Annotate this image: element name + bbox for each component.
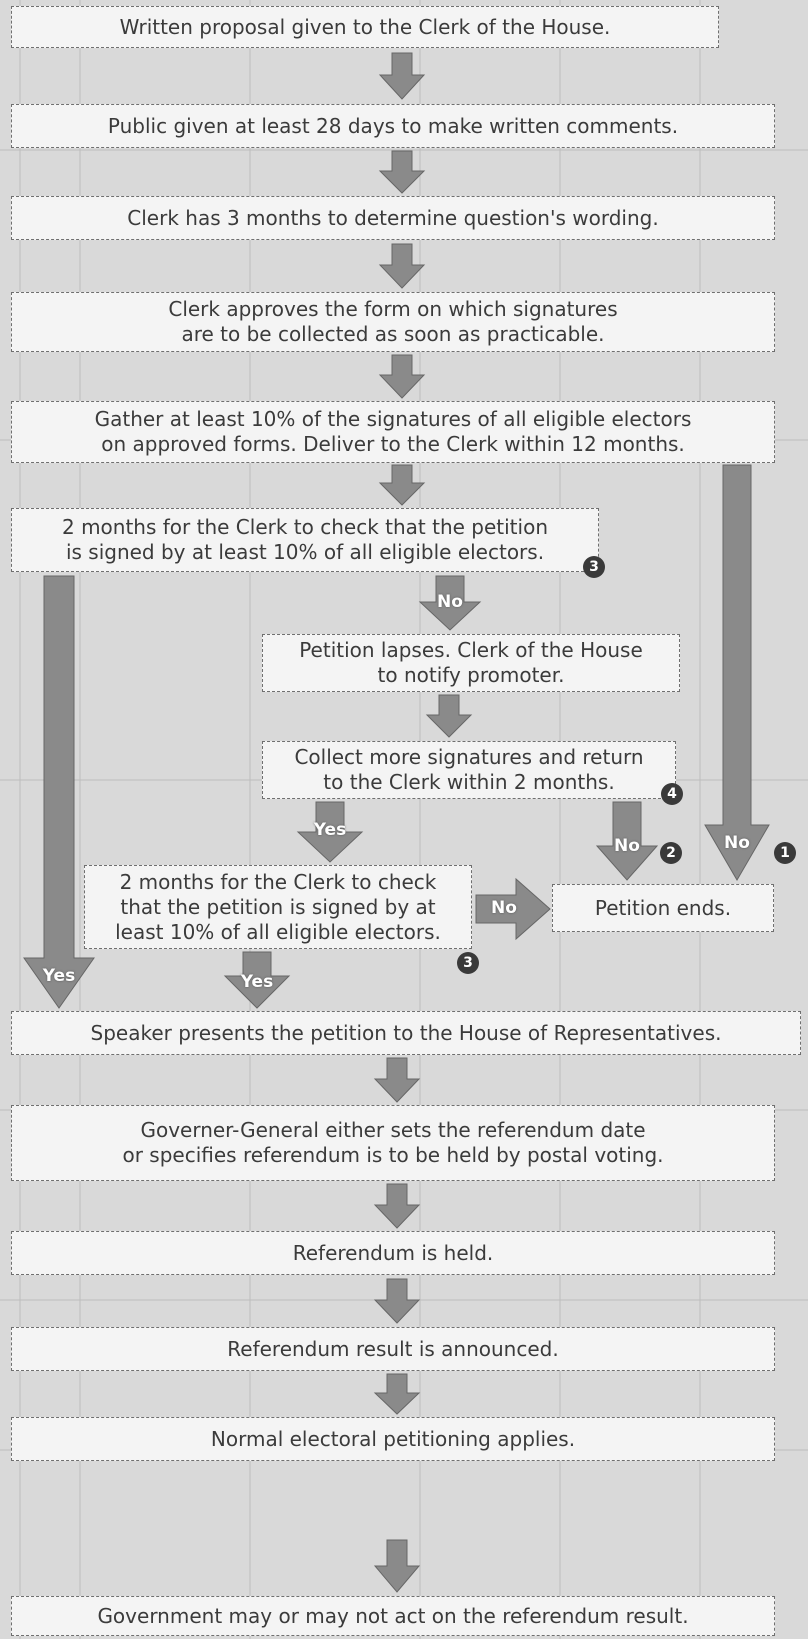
down-arrow-icon [373, 1539, 421, 1593]
step-petition-lapses-line1: Petition lapses. Clerk of the House [299, 638, 643, 662]
down-arrow-icon [378, 464, 426, 506]
step-clerk-check-2-line2: that the petition is signed by at [120, 894, 436, 919]
step-governor-general-line2: or specifies referendum is to be held by… [122, 1143, 664, 1167]
step-clerk-check-1-line1: 2 months for the Clerk to check that the… [61, 515, 548, 539]
step-speaker-presents-text: Speaker presents the petition to the Hou… [90, 1020, 722, 1045]
badge-3-check2: 3 [457, 952, 479, 974]
step-normal-petitioning: Normal electoral petitioning applies. [11, 1417, 775, 1461]
step-government-action-text: Government may or may not act on the ref… [97, 1603, 689, 1628]
step-clerk-check-2: 2 months for the Clerk to check that the… [84, 865, 472, 949]
step-approve-form-line1: Clerk approves the form on which signatu… [168, 297, 618, 321]
no-arrow-check1-to-lapse: No [418, 575, 482, 631]
step-clerk-check-2-line3: least 10% of all eligible electors. [115, 919, 441, 944]
no-arrow-check2-to-ends: No [475, 877, 551, 941]
step-collect-more-line2: to the Clerk within 2 months. [323, 770, 615, 794]
down-arrow-icon [373, 1057, 421, 1103]
step-clerk-check-1: 2 months for the Clerk to check that the… [11, 508, 599, 572]
step-question-wording-text: Clerk has 3 months to determine question… [127, 205, 659, 230]
step-governor-general-line1: Governer-General either sets the referen… [140, 1118, 646, 1142]
step-referendum-held-text: Referendum is held. [292, 1240, 494, 1265]
step-approve-form-line2: are to be collected as soon as practicab… [181, 322, 605, 346]
step-clerk-check-1-line2: is signed by at least 10% of all eligibl… [65, 540, 545, 564]
down-arrow-icon [373, 1373, 421, 1415]
no-label: No [437, 592, 463, 612]
step-public-comments: Public given at least 28 days to make wr… [11, 104, 775, 148]
step-clerk-check-2-line1: 2 months for the Clerk to check [119, 869, 437, 894]
step-question-wording: Clerk has 3 months to determine question… [11, 196, 775, 240]
no-label: No [724, 833, 750, 853]
badge-2-no: 2 [660, 842, 682, 864]
step-result-announced: Referendum result is announced. [11, 1327, 775, 1371]
step-referendum-held: Referendum is held. [11, 1231, 775, 1275]
down-arrow-icon [378, 150, 426, 194]
yes-arrow-check1-to-speaker: Yes [23, 575, 95, 1009]
step-petition-lapses: Petition lapses. Clerk of the House to n… [262, 634, 680, 692]
badge-3-check1: 3 [583, 556, 605, 578]
down-arrow-icon [378, 354, 426, 399]
badge-4-collect: 4 [661, 783, 683, 805]
step-normal-petitioning-text: Normal electoral petitioning applies. [210, 1426, 576, 1451]
step-petition-lapses-line2: to notify promoter. [377, 663, 565, 687]
step-gather-signatures: Gather at least 10% of the signatures of… [11, 401, 775, 463]
step-written-proposal-text: Written proposal given to the Clerk of t… [119, 14, 611, 39]
step-petition-ends-text: Petition ends. [594, 895, 732, 920]
step-governor-general: Governer-General either sets the referen… [11, 1105, 775, 1181]
step-collect-more: Collect more signatures and return to th… [262, 741, 676, 799]
step-gather-signatures-line1: Gather at least 10% of the signatures of… [94, 407, 692, 431]
yes-label: Yes [42, 966, 76, 986]
no-arrow-gather-to-ends: No [704, 464, 770, 881]
step-public-comments-text: Public given at least 28 days to make wr… [107, 113, 679, 138]
down-arrow-icon [373, 1183, 421, 1229]
down-arrow-icon [373, 1278, 421, 1324]
step-written-proposal: Written proposal given to the Clerk of t… [11, 6, 719, 48]
yes-label: Yes [313, 820, 347, 840]
yes-label: Yes [240, 972, 274, 992]
no-label: No [614, 836, 640, 856]
no-arrow-collect-to-ends: No [595, 801, 659, 881]
down-arrow-icon [378, 243, 426, 289]
yes-arrow-check2-to-speaker: Yes [223, 951, 291, 1009]
down-arrow-icon [425, 694, 473, 738]
step-approve-form: Clerk approves the form on which signatu… [11, 292, 775, 352]
step-result-announced-text: Referendum result is announced. [227, 1336, 559, 1361]
step-petition-ends: Petition ends. [552, 884, 774, 932]
yes-arrow-collect-to-check2: Yes [296, 801, 364, 863]
step-gather-signatures-line2: on approved forms. Deliver to the Clerk … [101, 432, 685, 456]
badge-1-no: 1 [774, 842, 796, 864]
no-label: No [491, 898, 517, 918]
step-collect-more-line1: Collect more signatures and return [294, 745, 644, 769]
step-government-action: Government may or may not act on the ref… [11, 1596, 775, 1636]
down-arrow-icon [378, 52, 426, 100]
step-speaker-presents: Speaker presents the petition to the Hou… [11, 1011, 801, 1055]
